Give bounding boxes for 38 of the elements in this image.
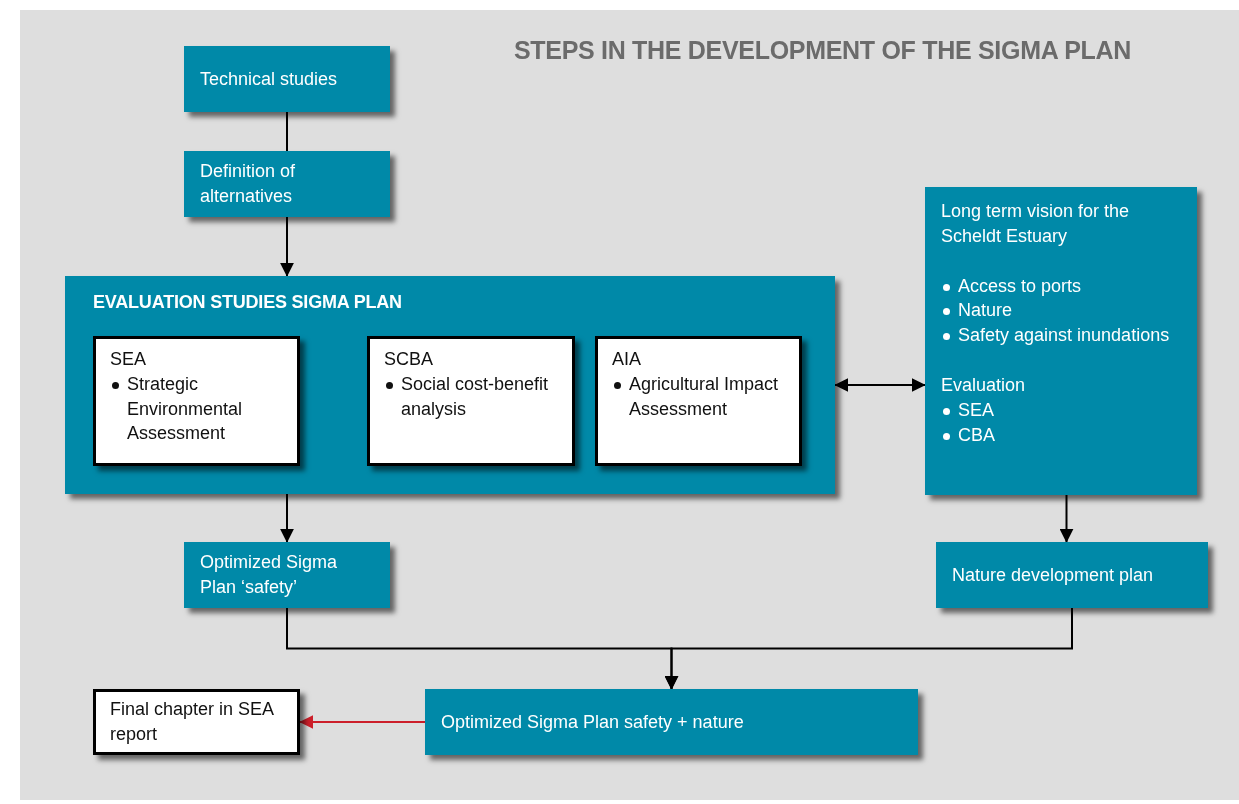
note-box: [367, 336, 575, 466]
bullet-item: Nature: [941, 298, 1181, 324]
box-label: AIA: [612, 348, 642, 371]
box-label: Definition of alternatives: [200, 160, 297, 208]
arrow: [280, 216, 294, 277]
box-label: Nature development plan: [952, 563, 1155, 587]
box-label: Evaluation: [941, 374, 1027, 398]
process-box: [936, 542, 1208, 608]
group-box: [65, 276, 835, 494]
box-label: Optimized Sigma Plan safety + nature: [441, 710, 745, 734]
bullet-item: SEA: [941, 397, 1181, 423]
bullet-item: CBA: [941, 422, 1181, 448]
process-box: [425, 689, 918, 755]
note-box: [595, 336, 802, 466]
arrow: [299, 715, 426, 729]
arrow: [1059, 494, 1074, 543]
process-box: [184, 46, 390, 112]
box-label: Optimized Sigma Plan ‘safety’: [200, 551, 339, 599]
process-box: [184, 542, 390, 608]
process-box: [925, 187, 1197, 495]
bullet-item: Agricultural Impact Assessment: [612, 371, 785, 422]
bullet-item: Safety against inundations: [941, 323, 1181, 349]
process-box: [184, 151, 390, 217]
box-label: Long term vision for the Scheldt Estuary: [941, 200, 1131, 248]
box-label: Final chapter in SEA report: [110, 698, 275, 746]
note-box: [93, 336, 300, 466]
bullet-item: Social cost-benefit analysis: [384, 371, 558, 422]
note-box: [93, 689, 300, 755]
arrow: [834, 378, 926, 392]
diagram-title: STEPS IN THE DEVELOPMENT OF THE SIGMA PLAN: [513, 36, 1131, 65]
box-label: SEA: [110, 348, 148, 371]
bullet-item: Strategic Environmental Assessment: [110, 371, 283, 447]
arrow: [280, 493, 294, 543]
group-heading: EVALUATION STUDIES SIGMA PLAN: [93, 291, 403, 314]
bullet-item: Access to ports: [941, 273, 1181, 299]
box-label: Technical studies: [200, 67, 339, 91]
box-label: SCBA: [384, 348, 435, 371]
arrow: [664, 607, 1073, 690]
